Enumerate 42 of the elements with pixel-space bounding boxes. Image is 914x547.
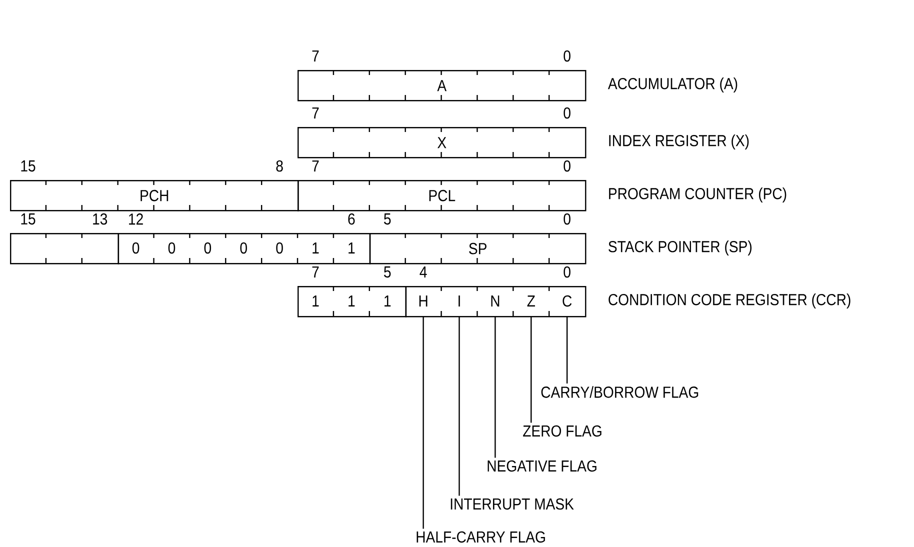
register-field (10, 232, 120, 264)
flag-bit: I (458, 295, 460, 306)
register-field: PCH (10, 179, 299, 212)
flag-name: NEGATIVE FLAG (488, 460, 596, 472)
flag-name: CARRY/BORROW FLAG (541, 386, 698, 398)
bit-number: 0 (564, 160, 570, 172)
bit-number: 7 (312, 107, 319, 118)
register-field: 1 1 1 (298, 285, 407, 318)
leader-line (530, 316, 532, 423)
bit-number: 7 (312, 160, 319, 172)
flag-name: INTERRUPT MASK (450, 498, 574, 510)
register-name: ACCUMULATOR (A) (608, 78, 738, 92)
bit-number: 6 (348, 213, 355, 225)
bit-number: 0 (564, 107, 570, 119)
bit-number: 4 (420, 266, 427, 278)
bit-number: 0 (564, 213, 570, 225)
register-field: X (298, 126, 586, 158)
flag-bit: N (491, 295, 500, 306)
bit-number: 15 (21, 213, 36, 225)
flag-bit: H (419, 295, 428, 306)
leader-line (422, 316, 424, 529)
flag-bit: Z (527, 295, 535, 306)
register-field: A (298, 69, 586, 102)
flag-bit: C (562, 295, 572, 307)
bit-number: 5 (384, 213, 391, 225)
flag-name: HALF-CARRY FLAG (416, 531, 545, 543)
leader-line (566, 316, 568, 384)
register-name: CONDITION CODE REGISTER (CCR) (608, 294, 850, 308)
bit-number: 7 (312, 266, 319, 278)
bit-number: 12 (129, 213, 143, 225)
leader-line (494, 316, 496, 458)
register-name: PROGRAM COUNTER (PC) (609, 188, 786, 202)
register-name: INDEX REGISTER (X) (609, 134, 749, 150)
bit-number: 5 (384, 266, 391, 278)
flag-name: ZERO FLAG (523, 425, 602, 437)
register-field: 0 0 0 0 0 1 1 (118, 232, 371, 264)
register-field: PCL (298, 179, 586, 212)
bit-number: 8 (276, 160, 283, 172)
leader-line (458, 316, 460, 496)
register-name: STACK POINTER (SP) (608, 240, 752, 256)
register-field: SP (369, 232, 586, 264)
bit-number: 13 (93, 213, 108, 225)
